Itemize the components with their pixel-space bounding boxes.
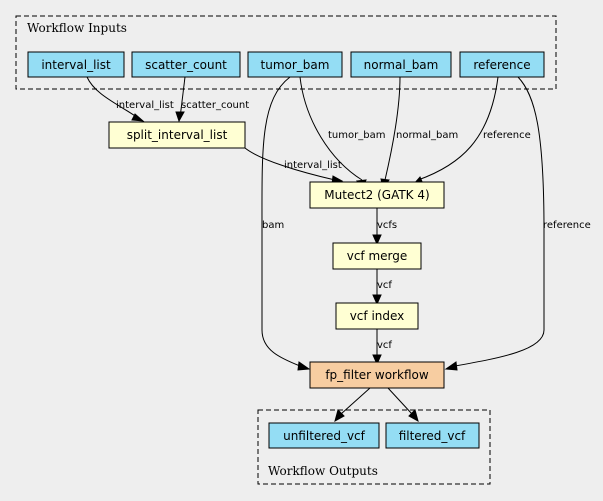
edge-reference-to-fp-filter[interactable] <box>454 76 545 367</box>
node-normal-bam[interactable]: normal_bam <box>350 51 452 78</box>
edge-label-vcf-index: vcf <box>377 340 392 351</box>
arrowhead-split-from-scatter-count <box>175 111 185 123</box>
workflow-inputs-frame <box>15 15 557 90</box>
edge-fp-filter-to-filtered[interactable] <box>387 387 413 415</box>
node-split-interval-list-box <box>108 121 246 149</box>
edge-label-split-interval-list: interval_list <box>284 160 342 171</box>
node-tumor-bam-label: tumor_bam <box>261 58 330 72</box>
edge-normal-bam-to-mutect2[interactable] <box>384 76 401 181</box>
edge-interval-list-to-split[interactable] <box>86 76 139 119</box>
node-mutect2-label: Mutect2 (GATK 4) <box>324 188 429 202</box>
node-mutect2-box <box>309 181 445 209</box>
node-normal-bam-box <box>350 51 452 78</box>
edge-label-reference-to-mutect2: reference <box>483 130 531 141</box>
node-unfiltered-vcf[interactable]: unfiltered_vcf <box>268 422 380 449</box>
arrowhead-filtered-vcf <box>408 409 419 423</box>
edge-fp-filter-to-unfiltered[interactable] <box>340 387 371 415</box>
node-vcf-merge[interactable]: vcf merge <box>332 242 422 270</box>
node-filtered-vcf-box <box>385 422 480 449</box>
node-vcf-index[interactable]: vcf index <box>335 302 419 330</box>
workflow-inputs-label: Workflow Inputs <box>27 21 127 35</box>
node-split-interval-list-label: split_interval_list <box>127 128 228 142</box>
edge-scatter-count-to-split[interactable] <box>179 76 186 119</box>
arrowhead-split-from-interval-list <box>131 113 145 122</box>
node-tumor-bam-box <box>247 51 343 78</box>
node-scatter-count-box <box>131 51 241 78</box>
node-scatter-count-label: scatter_count <box>145 58 227 72</box>
node-vcf-index-box <box>335 302 419 330</box>
node-scatter-count[interactable]: scatter_count <box>131 51 241 78</box>
arrowhead-fp-filter-from-vcf-index <box>372 354 382 366</box>
arrowhead-vcf-merge <box>372 234 382 246</box>
arrowhead-fp-filter-from-reference <box>444 361 458 371</box>
node-filtered-vcf[interactable]: filtered_vcf <box>385 422 480 449</box>
node-vcf-index-label: vcf index <box>350 309 405 323</box>
node-fp-filter-workflow-box <box>309 361 445 389</box>
edges <box>86 76 545 415</box>
node-normal-bam-label: normal_bam <box>364 58 439 72</box>
edge-label-scatter-count: scatter_count <box>181 100 249 111</box>
edge-label-interval-list: interval_list <box>116 100 174 111</box>
edge-label-vcfs: vcfs <box>377 220 397 231</box>
node-reference-label: reference <box>473 58 530 72</box>
node-tumor-bam[interactable]: tumor_bam <box>247 51 343 78</box>
edge-tumor-bam-to-fp-filter[interactable] <box>261 76 301 367</box>
edge-reference-to-mutect2[interactable] <box>417 76 499 181</box>
edge-split-to-mutect2[interactable] <box>244 147 336 181</box>
edge-labels: interval_list scatter_count tumor_bam no… <box>116 100 591 351</box>
node-fp-filter-workflow[interactable]: fp_filter workflow <box>309 361 445 389</box>
node-vcf-merge-box <box>332 242 422 270</box>
node-vcf-merge-label: vcf merge <box>347 249 408 263</box>
edge-tumor-bam-to-mutect2[interactable] <box>299 76 363 181</box>
workflow-outputs-cluster: Workflow Outputs <box>257 409 491 485</box>
arrowhead-unfiltered-vcf <box>334 409 345 423</box>
node-unfiltered-vcf-box <box>268 422 380 449</box>
node-mutect2[interactable]: Mutect2 (GATK 4) <box>309 181 445 209</box>
workflow-inputs-cluster: Workflow Inputs <box>15 15 557 90</box>
edge-label-tumor-bam: tumor_bam <box>328 130 385 141</box>
node-filtered-vcf-label: filtered_vcf <box>399 429 466 443</box>
node-unfiltered-vcf-label: unfiltered_vcf <box>283 429 366 443</box>
arrowhead-fp-filter-from-tumor-bam <box>297 361 311 371</box>
node-fp-filter-workflow-label: fp_filter workflow <box>325 368 429 382</box>
node-interval-list[interactable]: interval_list <box>27 51 125 78</box>
workflow-outputs-label: Workflow Outputs <box>268 464 378 478</box>
workflow-outputs-frame <box>257 409 491 485</box>
node-split-interval-list[interactable]: split_interval_list <box>108 121 246 149</box>
node-reference-box <box>459 51 545 78</box>
node-interval-list-label: interval_list <box>41 58 111 72</box>
node-interval-list-box <box>27 51 125 78</box>
edge-label-normal-bam: normal_bam <box>396 130 458 141</box>
edge-label-bam: bam <box>262 220 284 231</box>
arrowhead-vcf-index <box>372 294 382 306</box>
edge-label-reference-to-fp-filter: reference <box>543 220 591 231</box>
edge-label-vcf-merge: vcf <box>377 280 392 291</box>
node-reference[interactable]: reference <box>459 51 545 78</box>
